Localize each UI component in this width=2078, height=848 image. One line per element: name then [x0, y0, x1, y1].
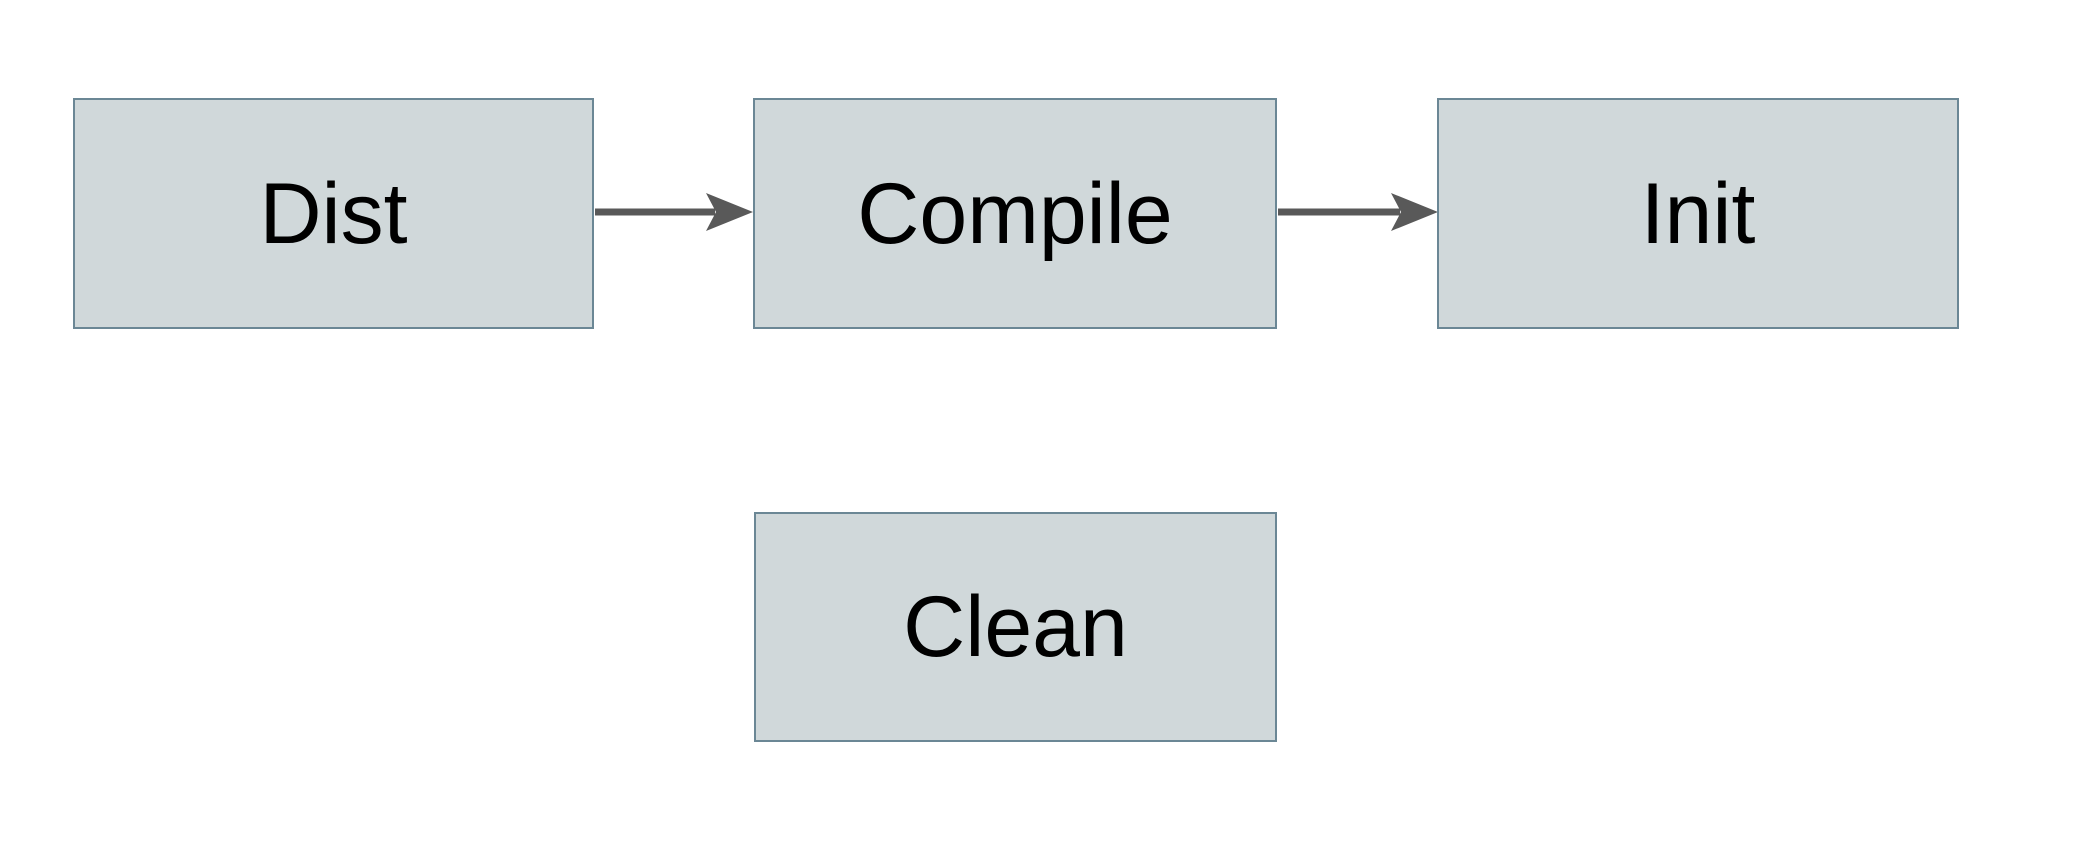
- node-dist-label: Dist: [259, 165, 408, 262]
- node-init[interactable]: Init: [1437, 98, 1959, 329]
- arrow-right-icon: [1278, 193, 1438, 231]
- node-clean-label: Clean: [903, 579, 1128, 675]
- arrow-right-icon: [595, 193, 753, 231]
- edge-compile-to-init: [1273, 186, 1443, 238]
- edge-dist-to-compile: [590, 186, 758, 238]
- node-compile-label: Compile: [857, 165, 1173, 262]
- node-compile[interactable]: Compile: [753, 98, 1277, 329]
- node-dist[interactable]: Dist: [73, 98, 594, 329]
- node-init-label: Init: [1640, 165, 1756, 262]
- node-clean[interactable]: Clean: [754, 512, 1277, 742]
